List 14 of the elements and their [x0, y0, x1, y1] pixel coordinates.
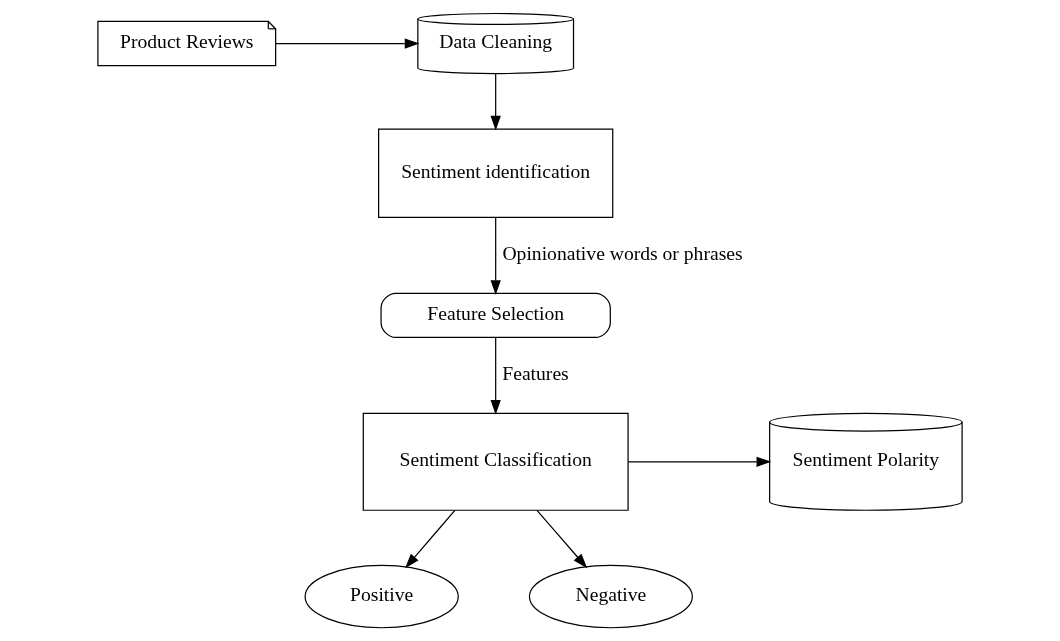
node-ellipse: Positive — [304, 564, 459, 629]
arrow — [275, 38, 420, 49]
arrow — [405, 509, 456, 569]
arrow — [536, 509, 588, 569]
edge-label: Opinionative words or phrases — [502, 242, 743, 264]
arrow — [627, 456, 772, 467]
node-box: Feature Selection — [380, 292, 611, 339]
arrow — [490, 216, 501, 296]
arrow — [490, 73, 501, 131]
edge-label: Features — [502, 363, 569, 385]
node-box: Sentiment identification — [378, 128, 614, 218]
node-ellipse: Negative — [528, 564, 693, 629]
arrow — [490, 336, 501, 415]
node-box: Sentiment Classification — [362, 412, 629, 511]
